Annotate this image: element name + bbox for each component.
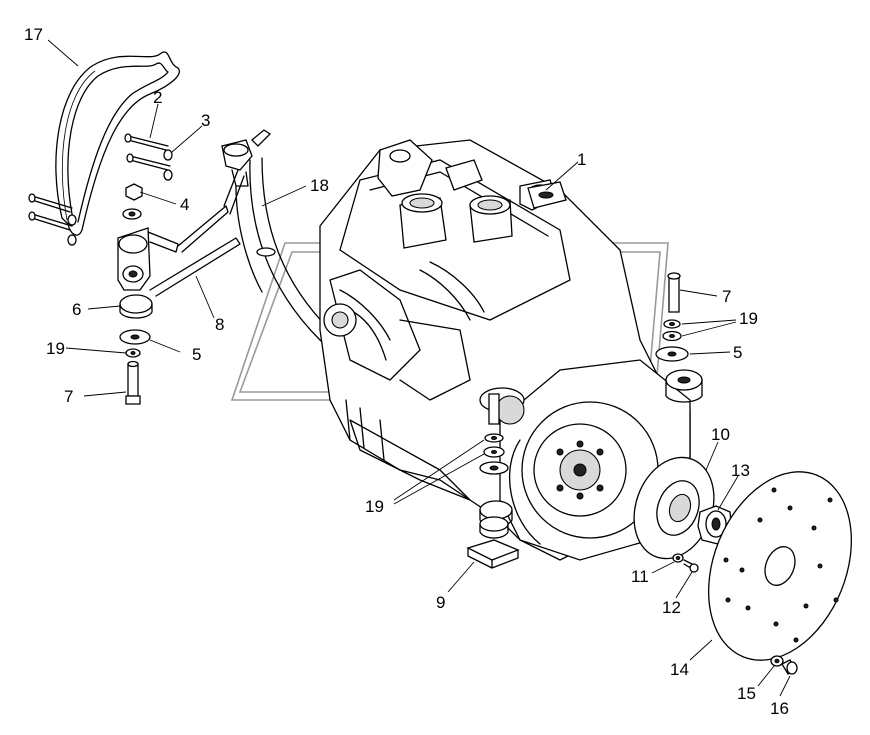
fan-belt bbox=[55, 51, 180, 236]
callout-4: 4 bbox=[180, 195, 189, 214]
callout-12: 12 bbox=[662, 598, 681, 617]
washers-19-right bbox=[662, 319, 682, 342]
callout-19-right: 19 bbox=[739, 309, 758, 328]
callout-19-left: 19 bbox=[46, 339, 65, 358]
washer-19-left bbox=[125, 348, 141, 358]
coupling-disc-10 bbox=[633, 456, 715, 560]
callout-6: 6 bbox=[72, 300, 81, 319]
callout-9: 9 bbox=[436, 593, 445, 612]
callout-7-right: 7 bbox=[722, 287, 731, 306]
bolts-2 bbox=[28, 133, 171, 231]
bolt-16 bbox=[781, 659, 798, 675]
callout-14: 14 bbox=[670, 660, 689, 679]
bracket-8 bbox=[149, 169, 245, 297]
callout-15: 15 bbox=[737, 684, 756, 703]
callout-5-right: 5 bbox=[733, 343, 742, 362]
callout-19-bottom: 19 bbox=[365, 497, 384, 516]
callout-2: 2 bbox=[153, 88, 162, 107]
callout-11: 11 bbox=[631, 567, 649, 586]
callout-10: 10 bbox=[711, 425, 730, 444]
callout-13: 13 bbox=[731, 461, 750, 480]
callout-5-left: 5 bbox=[192, 345, 201, 364]
callout-17: 18 bbox=[310, 176, 329, 195]
callout-1: 1 bbox=[577, 150, 586, 169]
callout-8: 8 bbox=[215, 315, 224, 334]
callout-18: 17 bbox=[24, 25, 43, 44]
flex-plate-14 bbox=[707, 471, 853, 661]
bolt-7-right bbox=[667, 272, 681, 313]
callout-16: 16 bbox=[770, 699, 789, 718]
leader-lines bbox=[47, 39, 791, 697]
callout-labels: 17 2 3 4 6 19 7 5 8 18 1 7 19 5 19 9 10 … bbox=[24, 25, 789, 718]
callout-3: 3 bbox=[201, 111, 210, 130]
nut-4 bbox=[122, 183, 143, 220]
bolt-12 bbox=[683, 559, 699, 573]
sensor-housing bbox=[221, 129, 272, 187]
washer-5-left bbox=[119, 329, 151, 345]
engine-mount-6 bbox=[117, 227, 179, 319]
washer-5-right bbox=[655, 346, 689, 362]
washer-11 bbox=[672, 553, 684, 563]
washer-15 bbox=[770, 655, 784, 667]
mounting-pad-9 bbox=[466, 539, 520, 569]
front-mount-stack bbox=[479, 393, 509, 539]
washers-3 bbox=[67, 149, 173, 246]
bolt-7-left bbox=[125, 360, 141, 405]
callout-7-left: 7 bbox=[64, 387, 73, 406]
